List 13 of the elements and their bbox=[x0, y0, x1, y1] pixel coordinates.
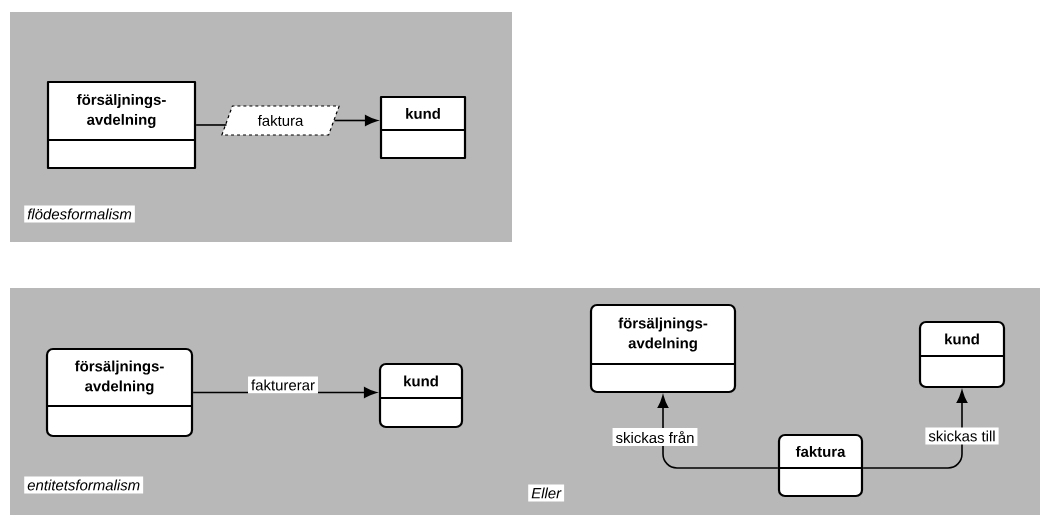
arrow bbox=[657, 395, 779, 469]
entity-box: försäljnings- avdelning bbox=[45, 347, 194, 438]
entity-box: kund bbox=[378, 362, 464, 429]
entity-box: kund bbox=[379, 95, 467, 160]
entity-box: försäljnings- avdelning bbox=[589, 303, 737, 394]
note-label: Eller bbox=[528, 484, 565, 502]
arrow bbox=[333, 115, 378, 126]
edge-label: fakturerar bbox=[248, 376, 318, 394]
entity-box: kund bbox=[918, 320, 1006, 389]
entity-box: faktura bbox=[777, 433, 864, 498]
arrow bbox=[862, 390, 968, 469]
entity-box: försäljnings- avdelning bbox=[46, 80, 197, 170]
edge-label: skickas till bbox=[925, 427, 999, 445]
